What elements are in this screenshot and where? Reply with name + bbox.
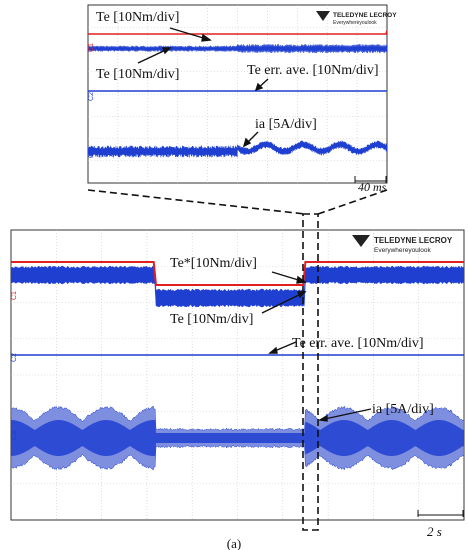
label-te-full: Te [10Nm/div]	[170, 312, 253, 327]
trace-te-ref-zoom	[88, 30, 387, 35]
full-traces	[11, 261, 464, 471]
label-te-ref-zoom: Te [10Nm/div]	[96, 10, 179, 25]
teledyne-lecroy-logo-bottom: TELEDYNE LECROY Everywhereyoulook	[352, 235, 453, 254]
label-te-zoom: Te [10Nm/div]	[96, 67, 179, 82]
logo-mark-icon	[316, 11, 330, 21]
zoom-connector-lines	[87, 189, 388, 215]
brand-tagline-bottom: Everywhereyoulook	[374, 247, 431, 254]
label-te-ref-full: Te*[10Nm/div]	[170, 256, 257, 271]
brand-name-bottom: TELEDYNE LECROY	[374, 236, 453, 245]
time-scale-label-bottom: 2 s	[427, 524, 442, 539]
trace-te-zoom	[88, 42, 387, 54]
zoomed-traces	[88, 30, 387, 158]
brand-name: TELEDYNE LECROY	[333, 12, 397, 19]
brand-tagline: Everywhereyoulook	[333, 20, 377, 26]
trace-ia-core-full	[11, 420, 464, 456]
trace-te-full	[11, 265, 464, 308]
figure-caption: (a)	[227, 536, 241, 550]
channel-marker-1: C1	[88, 43, 95, 52]
logo-mark-icon	[352, 235, 370, 247]
label-ia-zoom: ia [5A/div]	[255, 117, 317, 132]
teledyne-lecroy-logo: TELEDYNE LECROY Everywhereyoulook	[316, 11, 397, 26]
trace-te-ref-full	[11, 261, 464, 286]
channel-marker-1: C1	[11, 291, 18, 300]
annotation-arrows-full	[261, 271, 372, 422]
label-te-err-zoom: Te err. ave. [10Nm/div]	[247, 63, 379, 78]
channel-marker-3: C3	[11, 431, 18, 440]
time-scale-label-top: 40 ms	[358, 180, 387, 194]
label-te-err-full: Te err. ave. [10Nm/div]	[292, 336, 424, 351]
channel-marker-2: C2	[11, 353, 18, 362]
annotation-arrows-zoom	[137, 27, 269, 148]
label-ia-full: ia [5A/div]	[372, 402, 434, 417]
channel-marker-3: C3	[88, 149, 95, 158]
trace-ia-zoom	[88, 140, 387, 158]
time-scale-2s: 2 s	[417, 510, 464, 539]
time-scale-40ms: 40 ms	[354, 176, 387, 194]
channel-marker-2: C2	[88, 92, 95, 101]
